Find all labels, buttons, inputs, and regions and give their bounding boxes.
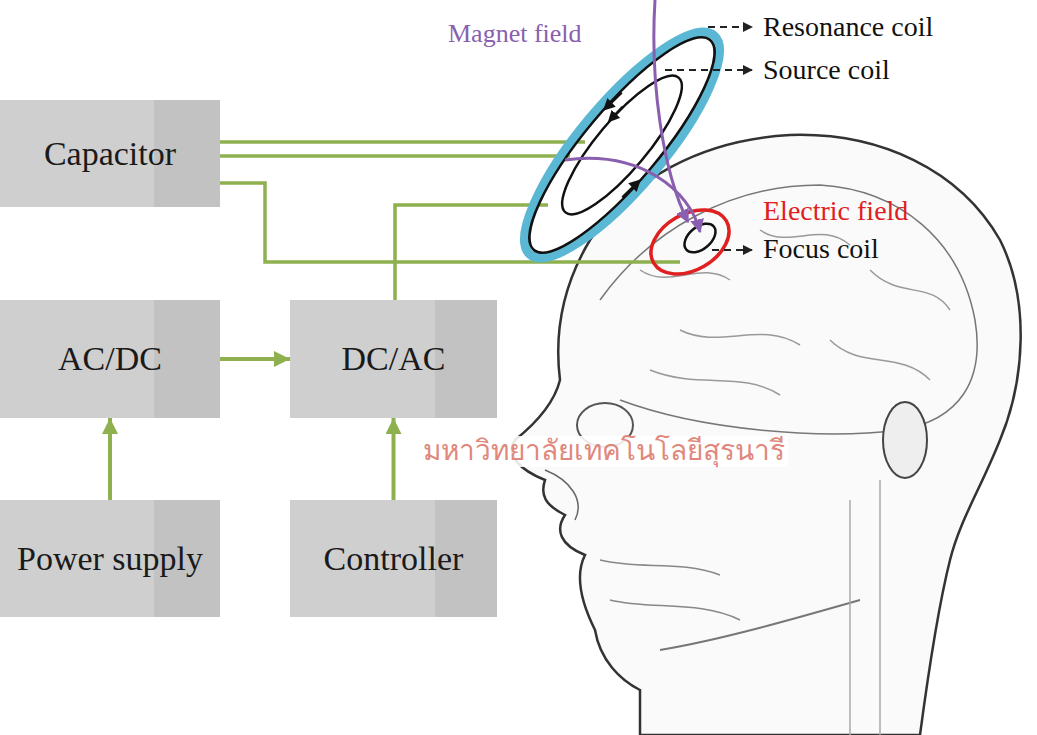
- box-label: AC/DC: [52, 335, 168, 382]
- power-arrow: [392, 418, 396, 500]
- coil-symbol: [498, 8, 746, 281]
- field-label: Electric field: [760, 196, 911, 227]
- box-label: DC/AC: [336, 335, 452, 382]
- magnetic-field-arrows: [565, 0, 700, 232]
- coil-label: Source coil: [760, 55, 893, 86]
- coil-label: Resonance coil: [760, 12, 936, 43]
- process-box: Capacitor: [0, 100, 220, 207]
- box-label: Controller: [318, 535, 470, 582]
- power-arrow: [108, 418, 112, 500]
- watermark: มหาวิทยาลัยเทคโนโลยีสุรนารี: [420, 436, 788, 467]
- field-label: Magnet field: [445, 20, 585, 49]
- process-box: AC/DC: [0, 300, 220, 418]
- leader-lines: [665, 27, 752, 250]
- box-label: Capacitor: [38, 130, 182, 177]
- process-box: DC/AC: [290, 300, 497, 418]
- head-illustration: [512, 135, 1021, 735]
- power-arrow: [220, 357, 290, 361]
- process-box: Controller: [290, 500, 497, 617]
- coil-label: Focus coil: [760, 234, 882, 265]
- box-label: Power supply: [11, 535, 209, 582]
- process-box: Power supply: [0, 500, 220, 617]
